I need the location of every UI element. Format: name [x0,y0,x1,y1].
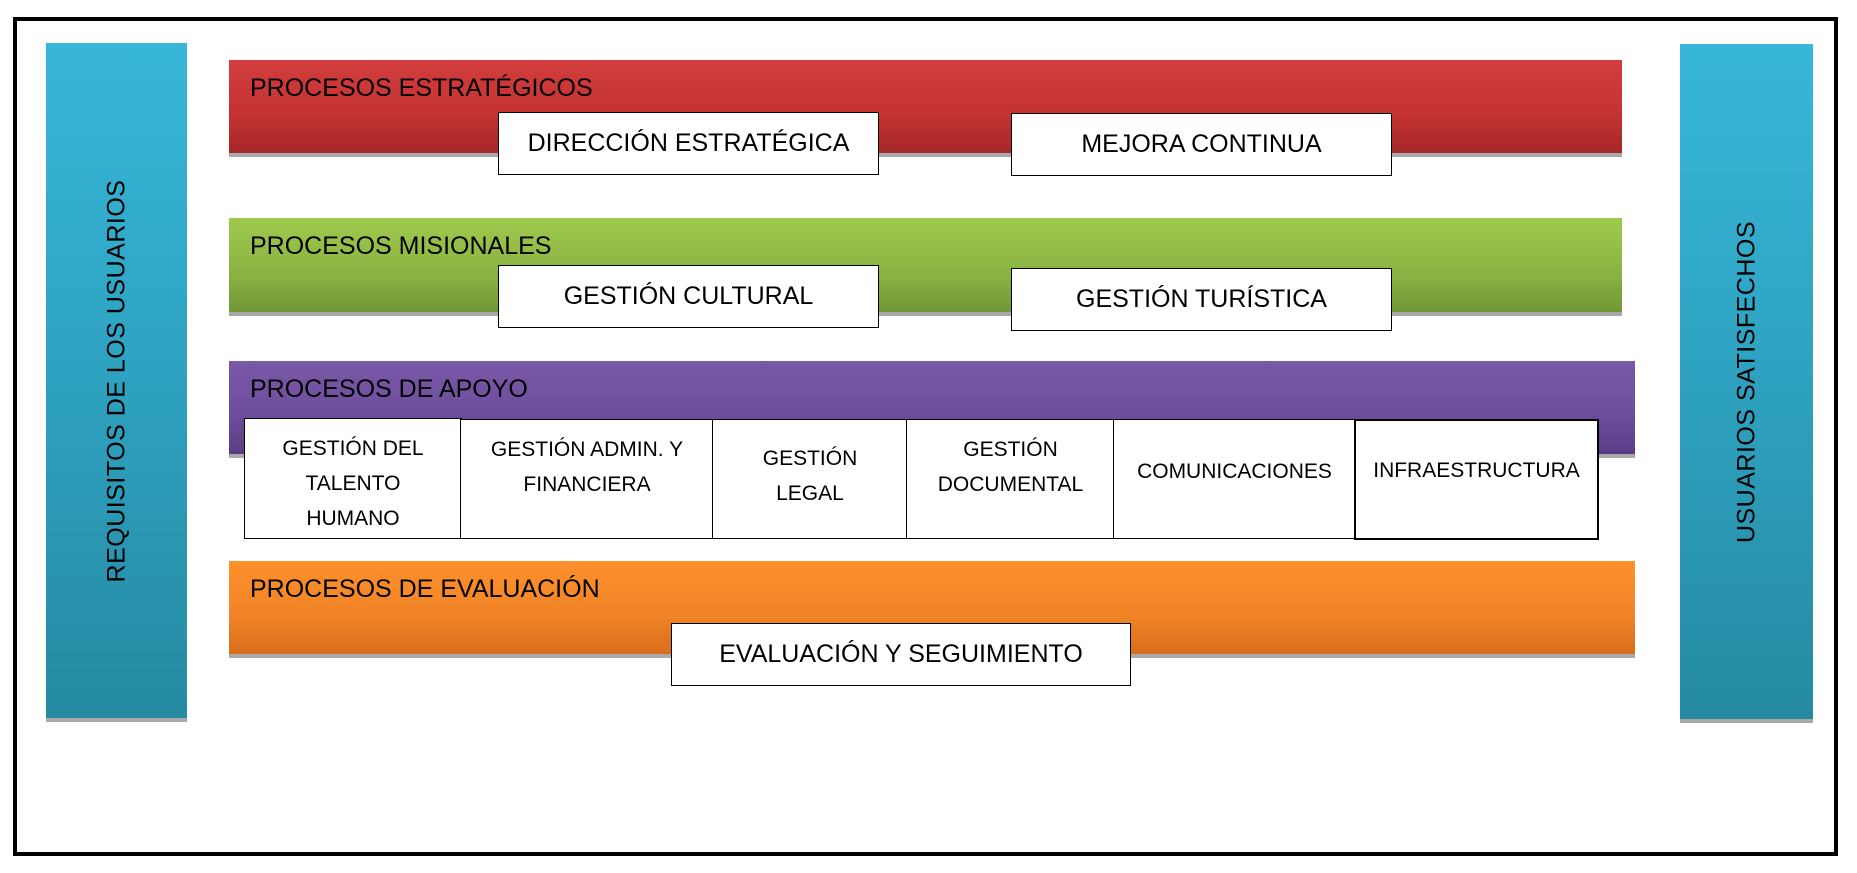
process-box-text: INFRAESTRUCTURA [1373,459,1580,482]
support-processes-label: PROCESOS DE APOYO [250,375,528,403]
process-box-strategic-direction: DIRECCIÓN ESTRATÉGICA [498,112,879,175]
process-box-text: GESTIÓN DOCUMENTAL [937,438,1084,496]
process-box-legal-management: GESTIÓN LEGAL [712,419,908,539]
satisfied-users-label: USUARIOS SATISFECHOS [1732,220,1760,543]
strategic-processes-label: PROCESOS ESTRATÉGICOS [250,74,593,102]
process-box-text: GESTIÓN DEL TALENTO HUMANO [282,437,424,530]
process-box-infrastructure: INFRAESTRUCTURA [1354,419,1599,540]
strategic-processes-band: PROCESOS ESTRATÉGICOS [229,60,1622,153]
process-box-text: GESTIÓN ADMIN. Y FINANCIERA [490,438,684,496]
satisfied-users-bar: USUARIOS SATISFECHOS [1680,44,1813,719]
process-box-human-talent: GESTIÓN DEL TALENTO HUMANO [244,418,462,539]
process-box-document-management: GESTIÓN DOCUMENTAL [906,419,1115,539]
process-box-continuous-improvement: MEJORA CONTINUA [1011,113,1392,176]
process-box-communications: COMUNICACIONES [1113,419,1356,539]
process-box-admin-finance: GESTIÓN ADMIN. Y FINANCIERA [460,419,714,539]
user-requirements-label: REQUISITOS DE LOS USUARIOS [102,179,130,582]
process-box-cultural-management: GESTIÓN CULTURAL [498,265,879,328]
user-requirements-bar: REQUISITOS DE LOS USUARIOS [46,43,187,718]
process-box-text: GESTIÓN LEGAL [762,447,858,505]
evaluation-processes-label: PROCESOS DE EVALUACIÓN [250,575,600,603]
process-box-evaluation-monitoring: EVALUACIÓN Y SEGUIMIENTO [671,623,1131,686]
missional-processes-label: PROCESOS MISIONALES [250,232,552,260]
process-box-text: COMUNICACIONES [1137,459,1332,483]
missional-processes-band: PROCESOS MISIONALES [229,218,1622,312]
process-box-tourism-management: GESTIÓN TURÍSTICA [1011,268,1392,331]
